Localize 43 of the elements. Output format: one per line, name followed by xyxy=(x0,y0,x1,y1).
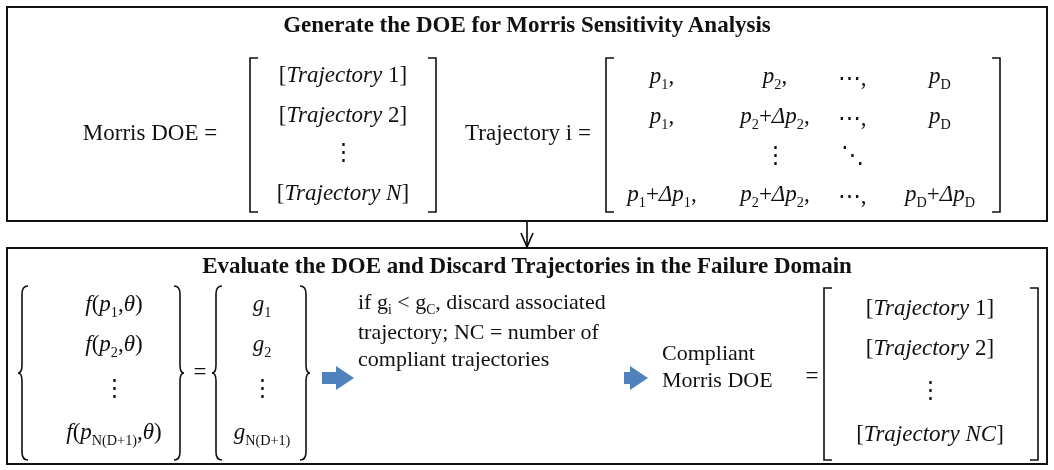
matrix-entry: p$_{1}$, xyxy=(649,103,675,133)
matrix-entry: g$_{2}$ xyxy=(252,331,272,361)
matrix-entry: [Trajectory NC] xyxy=(856,421,1004,447)
matrix-entry: g$_{N(D+1)}$ xyxy=(233,419,291,449)
box-heading: Generate the DOE for Morris Sensitivity Analysis xyxy=(282,12,772,38)
matrix-entry: [Trajectory 1] xyxy=(278,62,408,88)
equals-sign: = xyxy=(193,359,207,385)
matrix-entry: p$_{1}$, xyxy=(649,63,675,93)
matrix-entry: p$_{2}$+Δp$_{2}$, xyxy=(740,103,810,133)
matrix-entry: f(p$_{2}$,θ) xyxy=(85,331,143,361)
process-box xyxy=(6,247,1048,465)
process-box xyxy=(6,6,1048,222)
matrix-entry: ⋮ xyxy=(918,377,942,403)
matrix-entry: [Trajectory N] xyxy=(276,180,410,206)
matrix-entry: ⋯, xyxy=(837,183,867,209)
matrix-entry: [Trajectory 2] xyxy=(278,102,408,128)
matrix-entry: p$_{2}$+Δp$_{2}$, xyxy=(740,181,810,211)
matrix-entry: f(p$_{N(D+1)}$,θ) xyxy=(66,419,162,449)
arrow xyxy=(322,366,354,390)
matrix-entry: g$_{1}$ xyxy=(252,291,272,321)
arrow xyxy=(520,221,534,248)
matrix-entry: [Trajectory 2] xyxy=(865,335,995,361)
matrix-entry: ⋱ xyxy=(840,142,864,168)
matrix-entry: ⋮ xyxy=(331,139,355,165)
arrow xyxy=(624,366,648,390)
equation-label: Trajectory i = xyxy=(465,120,591,146)
matrix-entry: p$_{2}$, xyxy=(762,63,788,93)
matrix-entry: ⋮ xyxy=(250,375,274,401)
matrix-entry: ⋯, xyxy=(837,65,867,91)
matrix-entry: p$_{D}$+Δp$_{D}$ xyxy=(904,181,976,211)
matrix-entry: [Trajectory 1] xyxy=(865,295,995,321)
matrix-entry: ⋮ xyxy=(763,142,787,168)
equation-label: Morris DOE = xyxy=(82,120,218,146)
equation-label: Compliant Morris DOE xyxy=(662,340,774,394)
matrix-entry: ⋯, xyxy=(837,105,867,131)
matrix-entry: ⋮ xyxy=(102,375,126,401)
matrix-entry: f(p$_{1}$,θ) xyxy=(85,291,143,321)
box-heading: Evaluate the DOE and Discard Trajectories in the Failure Domain xyxy=(201,253,853,279)
matrix-entry: p$_{1}$+Δp$_{1}$, xyxy=(627,181,697,211)
condition-text: if g$_{i}$ < g$_{C}$, discard associated trajectory; NC = number of compliant trajectories xyxy=(358,289,620,459)
matrix-entry: p$_{D}$ xyxy=(929,63,951,93)
matrix-entry: p$_{D}$ xyxy=(929,103,951,133)
equals-sign: = xyxy=(805,363,819,389)
